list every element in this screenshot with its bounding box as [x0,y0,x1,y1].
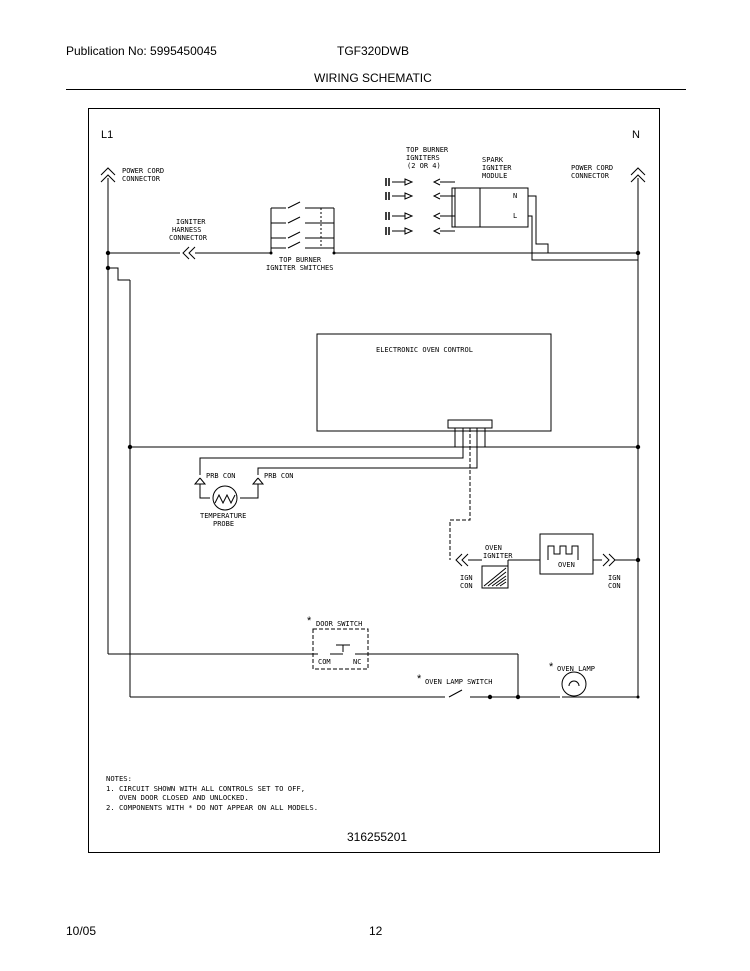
ign-con-right-line1: IGN [608,574,621,582]
page-number: 12 [369,924,383,938]
module-l-terminal: L [513,212,517,220]
door-nc-label: NC [353,658,361,666]
top-burner-igniters-line1: TOP BURNER [406,146,449,154]
temp-probe-line1: TEMPERATURE [200,512,246,520]
module-n-terminal: N [513,192,517,200]
prb-con-right: PRB CON [264,472,294,480]
power-cord-right-line2: CONNECTOR [571,172,610,180]
top-burner-igniters-line3: (2 OR 4) [407,162,441,170]
note-line-2: OVEN DOOR CLOSED AND UNLOCKED. [106,793,249,802]
lamp-switch-asterisk: * [417,673,422,685]
door-switch-label: DOOR SWITCH [316,620,362,628]
igniter-switches [271,201,334,249]
n-label: N [632,129,640,141]
page-title: WIRING SCHEMATIC [314,71,432,85]
oven-igniter [481,565,509,589]
note-line-3: 2. COMPONENTS WITH * DO NOT APPEAR ON AL… [106,802,319,812]
footer-date: 10/05 [66,924,97,938]
oven-lamp-label: OVEN LAMP [557,665,595,673]
oven-lamp-asterisk: * [549,661,554,673]
temperature-probe [212,485,238,511]
note-line-1: 1. CIRCUIT SHOWN WITH ALL CONTROLS SET T… [106,783,306,793]
oven-lamp-switch [448,689,463,698]
oven-control-label: ELECTRONIC OVEN CONTROL [376,346,473,354]
igniter-harness-line3: CONNECTOR [169,234,208,242]
ign-con-right-line2: CON [608,582,621,590]
notes-heading: NOTES: [106,774,132,783]
spark-module-line3: MODULE [482,172,507,180]
door-switch [312,628,369,670]
header-rule [66,89,686,90]
top-burner-igniters-line2: IGNITERS [406,154,440,162]
spark-igniter-module [454,187,529,228]
power-cord-left-line1: POWER CORD [122,167,164,175]
door-com-label: COM [318,658,331,666]
door-switch-asterisk: * [307,615,312,627]
oven-lamp [561,671,587,697]
temp-probe-line2: PROBE [213,520,234,528]
top-burner-igniters [385,178,455,235]
oven-valve-label: OVEN [558,561,575,569]
spark-module-line2: IGNITER [482,164,512,172]
igniter-harness-line2: HARNESS [172,226,202,234]
electronic-oven-control [316,333,552,432]
schematic-frame [88,108,660,853]
model-number: TGF320DWB [337,44,410,58]
junction-dots [105,250,641,700]
ign-con-left-line2: CON [460,582,473,590]
notes-block: NOTES:1. CIRCUIT SHOWN WITH ALL CONTROLS… [106,774,318,812]
oven-valve [539,533,594,575]
ign-con-left-line1: IGN [460,574,473,582]
igniter-switches-line2: IGNITER SWITCHES [266,264,333,272]
prb-con-left: PRB CON [206,472,236,480]
power-cord-left-line2: CONNECTOR [122,175,161,183]
oven-lamp-switch-label: OVEN LAMP SWITCH [425,678,492,686]
publication-number: Publication No: 5995450045 [66,44,217,58]
igniter-harness-line1: IGNITER [176,218,206,226]
l1-label: L1 [101,129,113,141]
power-cord-right-line1: POWER CORD [571,164,613,172]
part-number: 316255201 [347,830,408,844]
spark-module-line1: SPARK [482,156,504,164]
oven-igniter-line1: OVEN [485,544,502,552]
igniter-switches-line1: TOP BURNER [279,256,322,264]
oven-igniter-line2: IGNITER [483,552,513,560]
